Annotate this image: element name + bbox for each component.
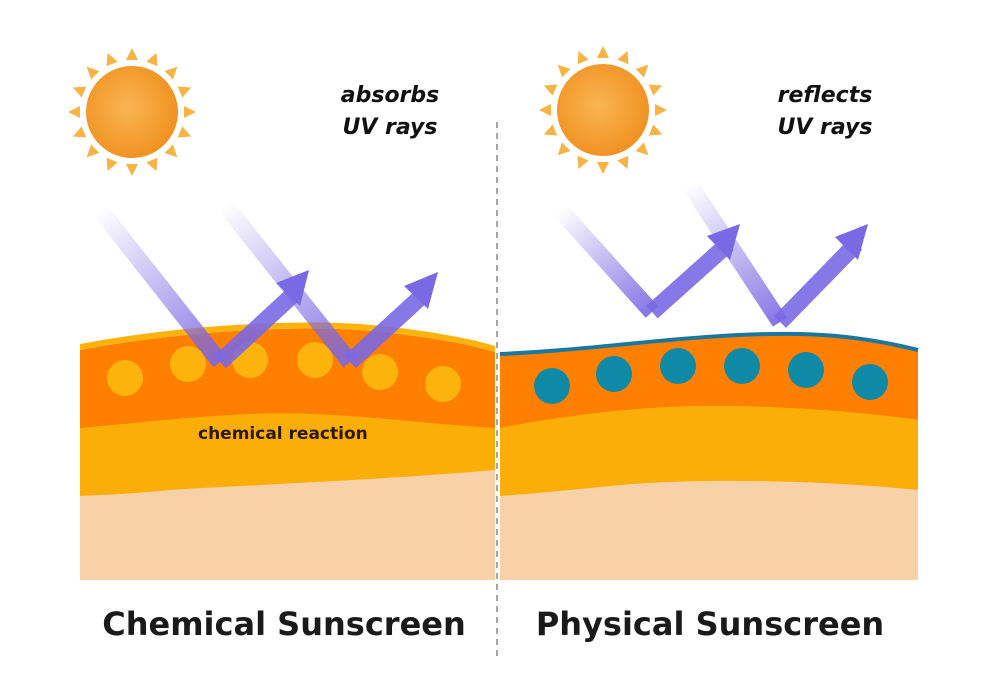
mineral-particle	[724, 348, 760, 384]
chemical-particle	[425, 366, 461, 402]
right-caption-line1: reflects	[777, 83, 873, 108]
sun-icon	[539, 46, 667, 174]
chemical-particle	[297, 342, 333, 378]
right-mineral-particles	[534, 348, 888, 404]
right-panel-title: Physical Sunscreen	[535, 605, 885, 643]
chemical-particle	[362, 354, 398, 390]
mineral-particle	[788, 352, 824, 388]
mineral-particle	[852, 364, 888, 400]
right-caption: reflects UV rays	[750, 80, 900, 144]
right-mineral-film	[499, 331, 919, 356]
left-chemical-particles	[107, 342, 461, 402]
mineral-particle	[596, 356, 632, 392]
mineral-particle	[534, 368, 570, 404]
left-caption-line1: absorbs	[340, 83, 440, 108]
chemical-particle	[107, 360, 143, 396]
left-caption-line2: UV rays	[342, 115, 438, 140]
left-panel-title: Chemical Sunscreen	[102, 605, 466, 643]
uv-ray-arrow-icon	[218, 199, 438, 369]
left-skin-layers	[80, 322, 495, 580]
mineral-particle	[660, 348, 696, 384]
left-middle-layer	[80, 394, 495, 496]
chemical-reaction-label: chemical reaction	[198, 424, 368, 444]
right-caption-line2: UV rays	[777, 115, 873, 140]
right-skin-layers	[499, 331, 919, 580]
right-middle-layer	[500, 399, 918, 496]
chemical-particle	[170, 346, 206, 382]
left-caption: absorbs UV rays	[310, 80, 470, 144]
sun-icon	[68, 48, 196, 176]
uv-ray-arrow-icon	[682, 180, 868, 328]
